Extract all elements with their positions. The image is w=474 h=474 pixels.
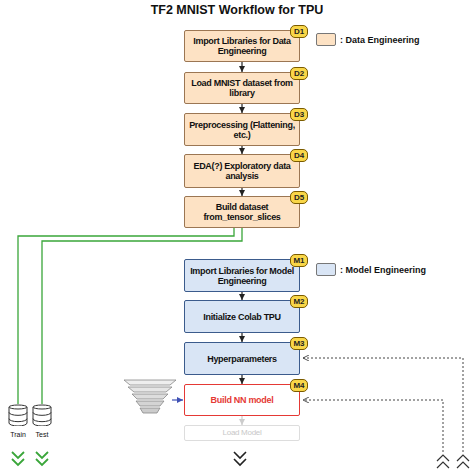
chevron [12,459,24,465]
box-label: Load Model [223,428,262,438]
datastore-label: Test [36,430,49,440]
dotted-feedback-line [303,400,443,452]
chevron [437,455,449,461]
down-chevrons-green [12,452,48,465]
cylinder-top [33,405,51,409]
flow-arrow [241,188,242,196]
box-label: Build dataset from_tensor_slices [188,202,296,222]
data-engineering-box: EDA(?) Exploratory data analysis [184,154,300,188]
flow-arrow [241,62,242,72]
cylinder-band [33,419,51,422]
highlighted-process-box: Build NN model [184,384,300,416]
callout-number: M1 [290,254,308,267]
box-label: Build NN model [211,395,274,405]
flow-arrow [241,104,242,113]
datastore-label: Train [10,430,26,440]
legend-label: : Model Engineering [340,264,426,276]
cylinder-band [9,419,27,422]
faded-process-box: Load Model [184,425,300,441]
datastore-cylinder: Test [32,404,52,426]
layer-shape [124,380,176,385]
chevron [234,452,246,458]
callout-number: D3 [290,108,308,121]
cylinder-outline [32,404,52,426]
flow-arrow [241,146,242,154]
layer-shape [128,387,172,392]
box-label: Hyperparameters [207,354,277,364]
diagram-title: TF2 MNIST Workflow for TPU [0,3,474,17]
callout-number: D1 [290,25,308,38]
callout-number: M4 [290,379,308,392]
callout-number: D5 [290,191,308,204]
cylinder-band [9,412,27,415]
flow-arrow [241,416,242,425]
layer-shape [140,408,160,413]
illustration-arrow [172,399,183,400]
network-layers-illustration [124,380,176,413]
box-label: Initialize Colab TPU [203,312,281,322]
legend-label: : Data Engineering [340,34,420,46]
legend-swatch [316,33,336,46]
model-engineering-box: Hyperparameters [184,342,300,375]
flow-arrow [241,292,242,300]
callout-number: M3 [290,337,308,350]
cylinder-outline [8,404,28,426]
chevron [234,459,246,465]
cylinder-band [33,412,51,415]
cylinder-top [9,405,27,409]
box-label: EDA(?) Exploratory data analysis [188,161,296,181]
up-chevrons [437,455,469,468]
data-engineering-box: Build dataset from_tensor_slices [184,196,300,228]
layer-shape [132,394,168,399]
chevron [36,459,48,465]
model-engineering-box: Initialize Colab TPU [184,300,300,333]
chevron [437,462,449,468]
down-chevrons-black [234,452,246,465]
data-engineering-box: Import Libraries for Data Engineering [184,30,300,62]
chevron [12,452,24,458]
dotted-feedback-line [303,358,463,452]
box-label: Load MNIST dataset from library [188,78,296,98]
chevron [457,462,469,468]
legend-swatch [316,263,336,276]
box-label: Preprocessing (Flattening, etc.) [188,120,296,140]
datastore-cylinder: Train [8,404,28,426]
model-engineering-box: Import Libraries for Model Engineering [184,259,300,292]
flow-arrow [241,375,242,384]
callout-number: D2 [290,67,308,80]
layer-shape [136,401,164,406]
box-label: Import Libraries for Data Engineering [188,36,296,56]
cylinder-body [9,407,27,426]
data-engineering-box: Preprocessing (Flattening, etc.) [184,113,300,146]
box-label: Import Libraries for Model Engineering [188,266,296,286]
chevron [457,455,469,461]
data-engineering-box: Load MNIST dataset from library [184,72,300,104]
callout-number: D4 [290,149,308,162]
callout-number: M2 [290,295,308,308]
cylinder-body [33,407,51,426]
flow-arrow [241,333,242,342]
chevron [36,452,48,458]
